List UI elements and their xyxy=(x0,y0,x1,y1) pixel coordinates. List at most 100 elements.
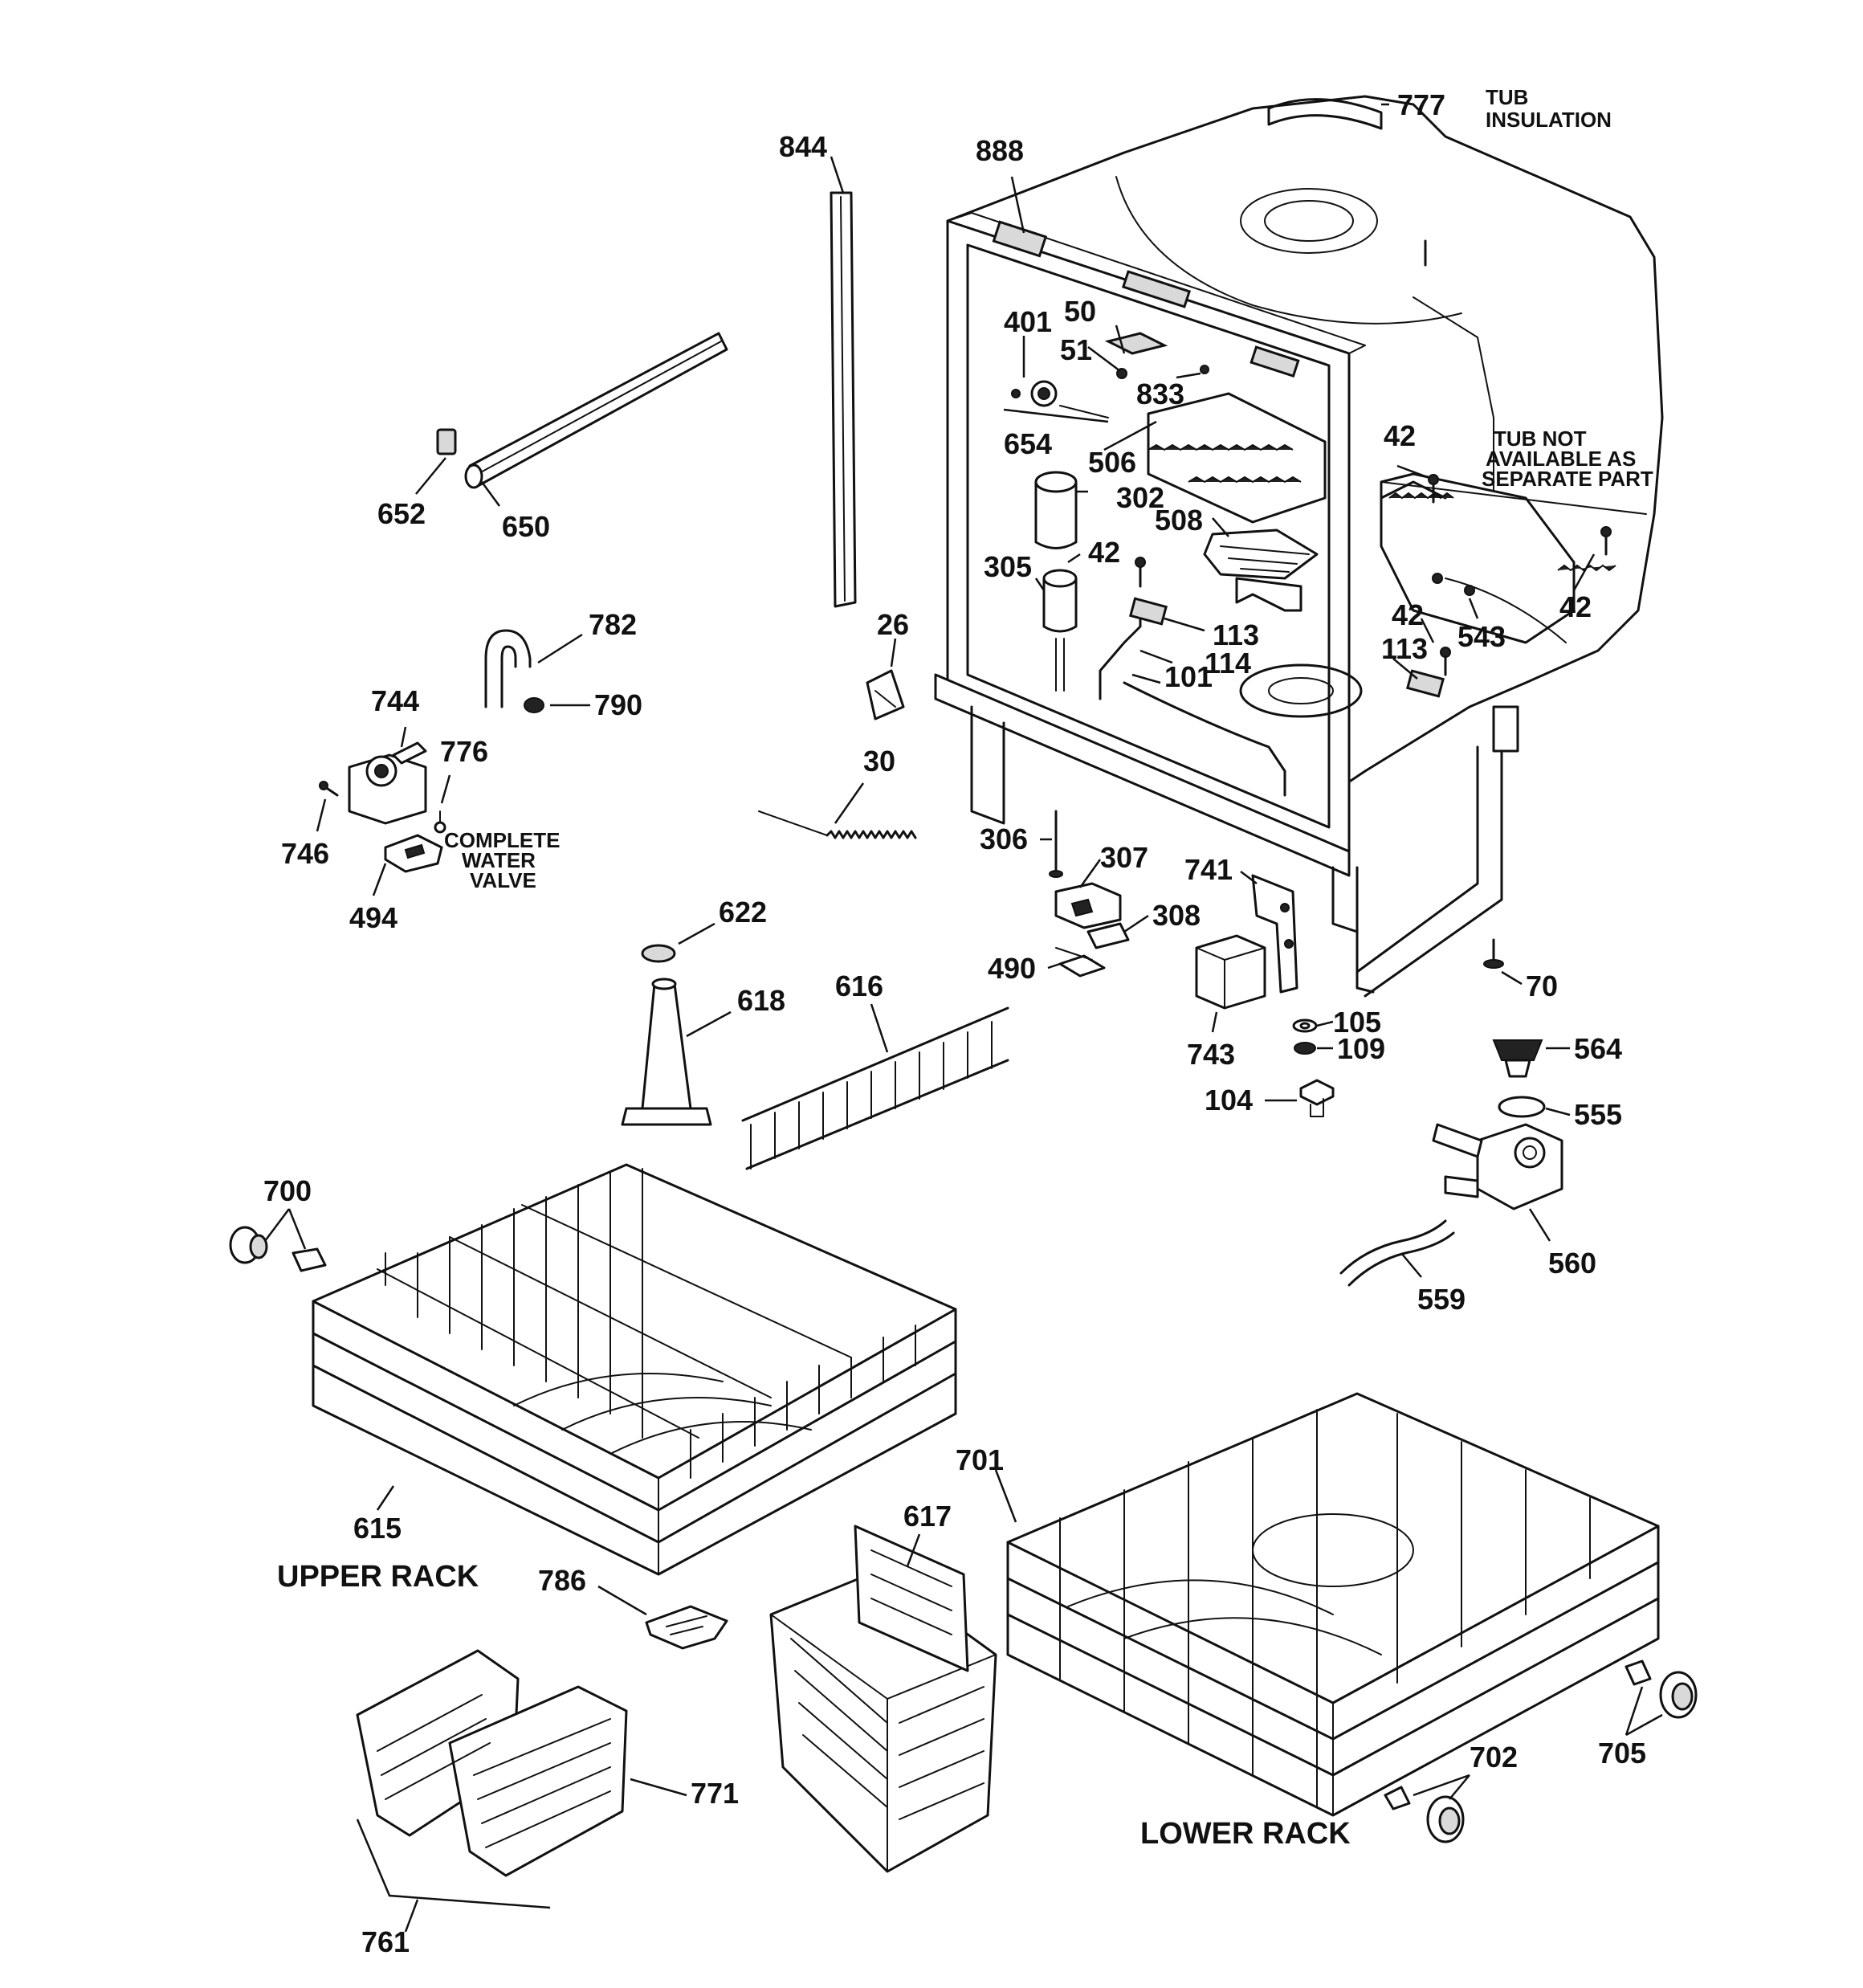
note-valve-1: COMPLETE xyxy=(444,828,560,852)
silverware-basket-617 xyxy=(769,1525,997,1873)
label-42-b: 42 xyxy=(1384,419,1416,452)
water-valve-744 xyxy=(348,726,427,825)
drain-hose-559 xyxy=(1339,1219,1455,1287)
label-42-c: 42 xyxy=(1559,590,1592,623)
label-114: 114 xyxy=(1205,647,1251,680)
note-tub-not-2: AVAILABLE AS xyxy=(1486,447,1636,471)
rack-wheel-705 xyxy=(1625,1659,1698,1737)
label-743: 743 xyxy=(1187,1038,1235,1071)
note-valve-2: WATER xyxy=(462,848,536,872)
upper-rack-title: UPPER RACK xyxy=(277,1560,479,1594)
clamp-790 xyxy=(524,697,590,713)
wash-arm-housing xyxy=(1147,392,1327,524)
label-746: 746 xyxy=(281,837,329,870)
vent-hose-782 xyxy=(484,629,583,708)
tub-assembly xyxy=(934,95,1664,998)
switch-307 xyxy=(1054,859,1122,929)
label-42-a: 42 xyxy=(1088,536,1120,569)
label-308: 308 xyxy=(1152,899,1201,932)
label-105: 105 xyxy=(1333,1006,1381,1039)
nut-104 xyxy=(1265,1079,1335,1117)
part-labels: 777 TUB INSULATION 888 844 401 50 51 833… xyxy=(263,85,1653,1958)
label-771: 771 xyxy=(691,1777,739,1810)
label-744: 744 xyxy=(371,684,419,717)
basket-group-761 xyxy=(356,1819,551,1933)
label-888: 888 xyxy=(976,134,1024,167)
label-tub-insulation-2: INSULATION xyxy=(1486,108,1612,132)
label-777: 777 xyxy=(1397,88,1445,121)
bolt-306 xyxy=(1040,810,1063,878)
door-gasket-844 xyxy=(830,156,857,608)
label-30: 30 xyxy=(863,745,895,778)
label-543: 543 xyxy=(1457,620,1506,653)
inlet-564 xyxy=(1492,1039,1570,1078)
basket-771 xyxy=(356,1649,687,1877)
label-305: 305 xyxy=(984,550,1032,583)
label-761: 761 xyxy=(361,1925,410,1958)
note-tub-not-1: TUB NOT xyxy=(1494,427,1587,451)
label-616: 616 xyxy=(835,970,883,1002)
label-113-b: 113 xyxy=(1381,632,1428,665)
label-tub-insulation-1: TUB xyxy=(1486,85,1528,109)
label-26: 26 xyxy=(877,608,909,641)
label-559: 559 xyxy=(1417,1283,1466,1316)
label-654: 654 xyxy=(1004,427,1052,460)
pump-560 xyxy=(1432,1123,1563,1242)
label-307: 307 xyxy=(1100,841,1148,874)
upper-rack-615 xyxy=(312,1163,957,1576)
label-560: 560 xyxy=(1548,1247,1596,1280)
end-cap-652 xyxy=(415,428,501,507)
label-786: 786 xyxy=(538,1564,586,1597)
label-109: 109 xyxy=(1337,1032,1385,1065)
label-490: 490 xyxy=(988,952,1036,985)
label-617: 617 xyxy=(903,1500,952,1533)
label-42-d: 42 xyxy=(1392,598,1424,631)
note-tub-not-3: SEPARATE PART xyxy=(1482,467,1653,491)
label-776: 776 xyxy=(440,735,488,768)
cap-622 xyxy=(641,922,715,963)
label-101: 101 xyxy=(1164,660,1213,693)
label-622: 622 xyxy=(719,896,767,929)
fill-cylinder xyxy=(1042,569,1078,692)
latch-26 xyxy=(866,638,905,720)
tower-618 xyxy=(621,978,732,1126)
leveling-foot-70 xyxy=(1483,938,1523,986)
oring-555 xyxy=(1498,1096,1571,1118)
label-113-a: 113 xyxy=(1213,618,1259,651)
bracket-741 xyxy=(1240,871,1298,994)
label-701: 701 xyxy=(956,1443,1004,1476)
label-508: 508 xyxy=(1155,504,1203,537)
label-833: 833 xyxy=(1136,378,1184,410)
label-564: 564 xyxy=(1574,1032,1622,1065)
label-70: 70 xyxy=(1526,970,1558,1002)
leader-lines-tub xyxy=(1003,103,1596,684)
bracket-308 xyxy=(1086,914,1149,949)
lower-rack-title: LOWER RACK xyxy=(1140,1817,1351,1851)
screw-746 xyxy=(316,781,339,832)
label-844: 844 xyxy=(779,130,827,163)
label-50: 50 xyxy=(1064,295,1096,328)
label-104: 104 xyxy=(1205,1084,1253,1116)
screw-776 xyxy=(434,774,451,834)
label-555: 555 xyxy=(1574,1098,1622,1131)
note-valve-3: VALVE xyxy=(470,868,536,892)
label-506: 506 xyxy=(1088,446,1136,479)
switch-490 xyxy=(1047,947,1106,978)
lower-rack-701 xyxy=(994,1392,1660,1817)
washer-105 xyxy=(1292,1018,1334,1033)
label-302: 302 xyxy=(1116,481,1164,514)
label-615: 615 xyxy=(353,1512,402,1545)
clip-786 xyxy=(597,1585,728,1650)
tine-row-616 xyxy=(741,1003,1009,1170)
washer-109 xyxy=(1294,1042,1333,1055)
bracket-494 xyxy=(372,834,443,896)
rack-wheel-702 xyxy=(1384,1774,1470,1843)
label-494: 494 xyxy=(349,901,397,934)
label-618: 618 xyxy=(737,984,785,1017)
label-700: 700 xyxy=(263,1174,312,1207)
rack-wheels-700 xyxy=(229,1208,327,1272)
label-741: 741 xyxy=(1184,853,1233,886)
spring-30 xyxy=(758,782,917,839)
label-652: 652 xyxy=(377,497,426,530)
